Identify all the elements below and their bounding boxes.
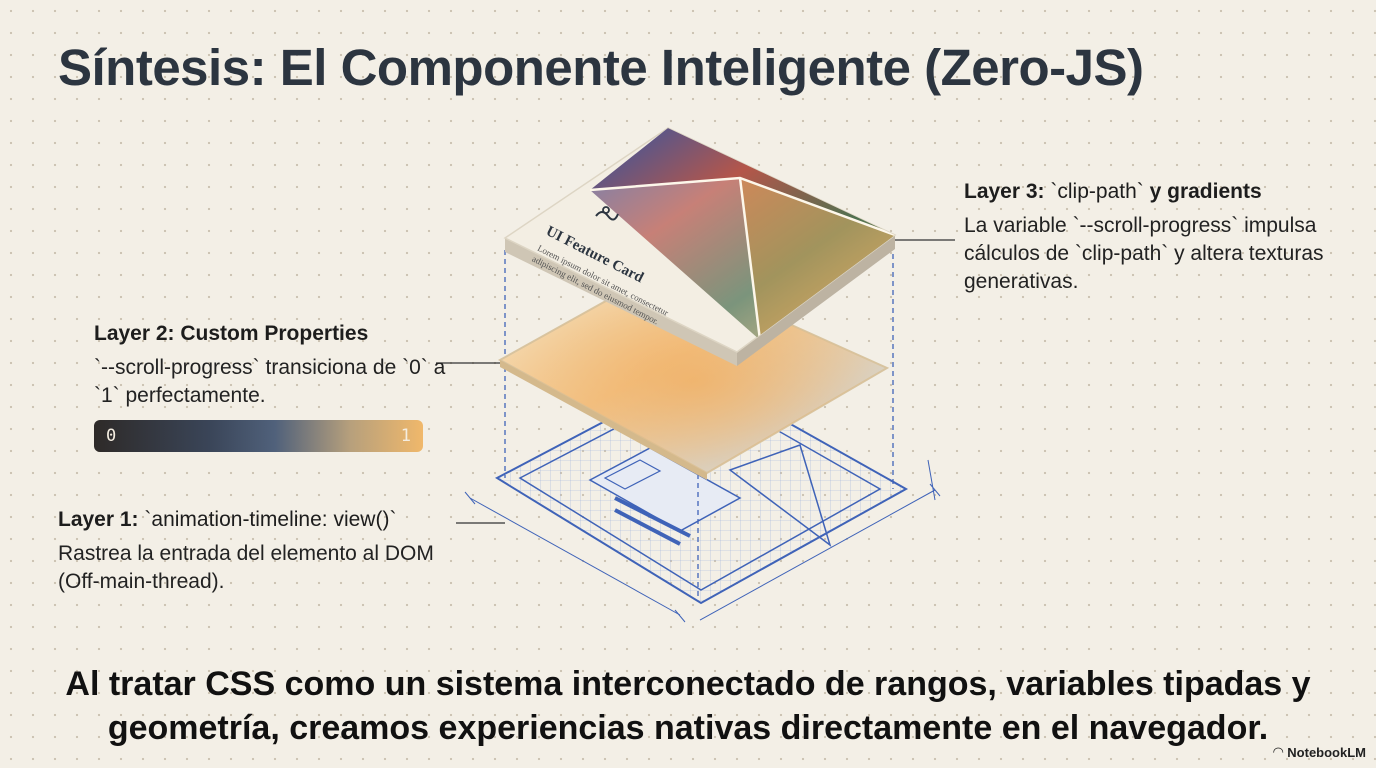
layer-2-title: Layer 2: Custom Properties	[94, 322, 369, 345]
layer-1-title: Layer 1: `animation-timeline: view()`	[58, 508, 397, 531]
brand-name: NotebookLM	[1287, 744, 1366, 760]
layer-3-title: Layer 3: `clip-path` y gradients	[964, 180, 1262, 203]
gauge-max-label: 1	[400, 426, 411, 446]
layer-1-annotation: Layer 1: `animation-timeline: view()` Ra…	[58, 508, 478, 596]
leader-lines	[436, 239, 955, 524]
conclusion-statement: Al tratar CSS como un sistema interconec…	[65, 665, 1311, 747]
layer-3-description: La variable `--scroll-progress` impulsa …	[964, 214, 1324, 293]
layer-1-description: Rastrea la entrada del elemento al DOM (…	[58, 542, 434, 593]
scroll-progress-gauge: 0 1	[94, 420, 423, 452]
page-title: Síntesis: El Componente Inteligente (Zer…	[58, 39, 1144, 96]
notebook-logo-icon: ◠	[1273, 744, 1284, 759]
card-logo-icon	[595, 206, 619, 221]
gauge-min-label: 0	[106, 426, 117, 446]
feature-card-layer: UI Feature Card Lorem ipsum dolor sit am…	[503, 127, 897, 366]
glass-layer	[497, 266, 890, 480]
brand-mark: ◠ NotebookLM	[1273, 744, 1366, 760]
layer-2-description: `--scroll-progress` transiciona de `0` a…	[94, 356, 446, 407]
layer-3-annotation: Layer 3: `clip-path` y gradients La vari…	[964, 180, 1344, 296]
layer-2-annotation: Layer 2: Custom Properties `--scroll-pro…	[94, 322, 454, 410]
